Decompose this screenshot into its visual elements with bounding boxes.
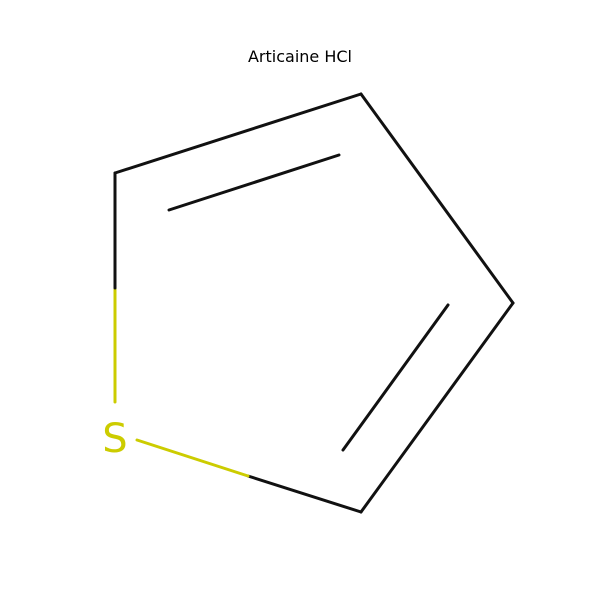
bond-c5-s1-carbon-half [246,474,363,514]
bond-c3-c4 [359,92,515,305]
molecule-title: Articaine HCl [247,47,352,66]
bond-c5-s1-sulfur-half [135,438,250,478]
bond-c4-c5-double [341,303,450,452]
bond-c4-c5 [359,301,515,514]
bond-c2-c3 [113,92,363,175]
bond-c2-c3-double [167,153,341,212]
sulfur-atom-label: S [102,416,127,462]
